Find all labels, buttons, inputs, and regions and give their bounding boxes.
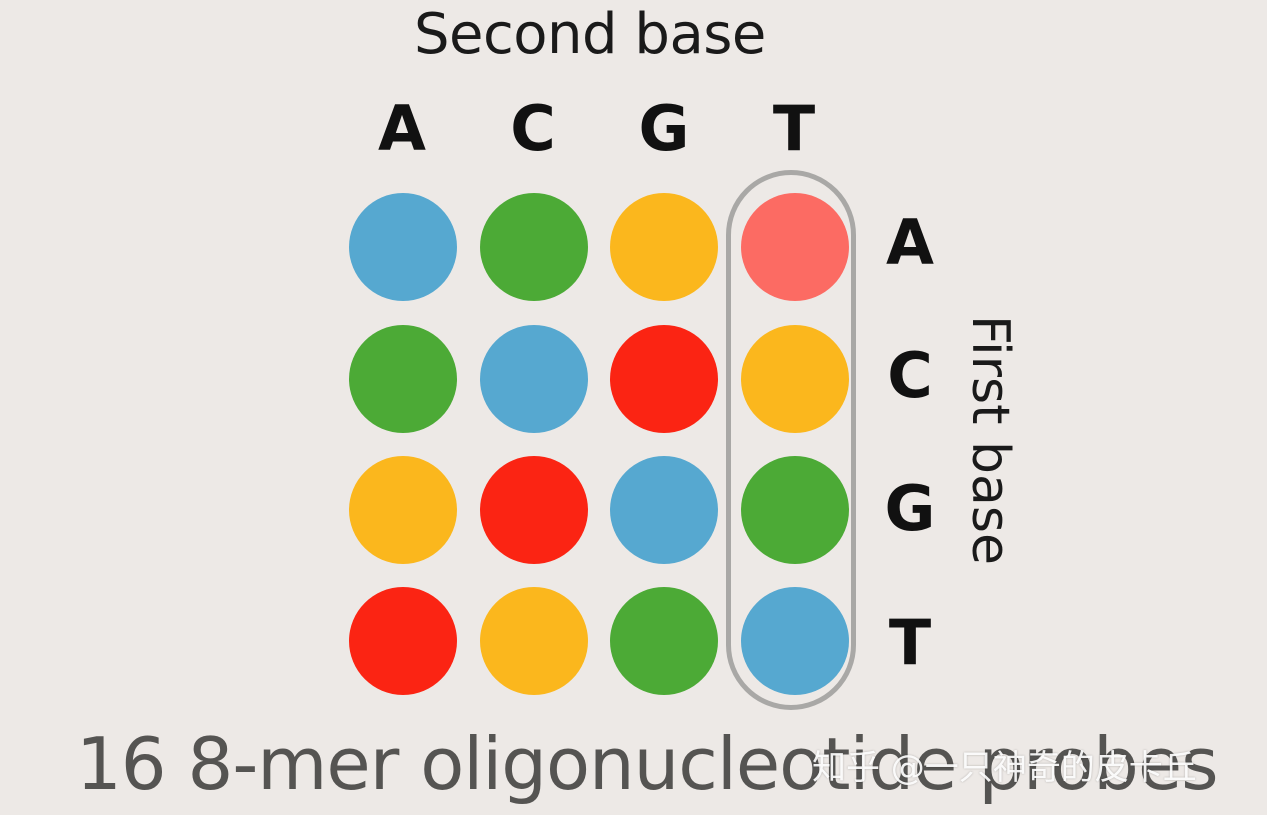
probe-circle-cg xyxy=(610,325,718,433)
probe-circle-ac xyxy=(480,193,588,301)
row-label-g: G xyxy=(884,472,936,545)
probe-circle-tg xyxy=(610,587,718,695)
column-label-c: C xyxy=(510,92,556,165)
second-base-title: Second base xyxy=(414,2,766,67)
first-base-label: First base xyxy=(960,315,1020,565)
probe-circle-gg xyxy=(610,456,718,564)
row-label-c: C xyxy=(887,339,933,412)
probe-circle-gt xyxy=(741,456,849,564)
probe-circle-tt xyxy=(741,587,849,695)
probe-circle-cc xyxy=(480,325,588,433)
probe-circle-at xyxy=(741,193,849,301)
probe-circle-ga xyxy=(349,456,457,564)
probe-circle-aa xyxy=(349,193,457,301)
watermark: 知乎 @一只神奇的皮卡丘 xyxy=(812,748,1197,788)
probe-circle-gc xyxy=(480,456,588,564)
column-label-g: G xyxy=(638,92,690,165)
probe-circle-tc xyxy=(480,587,588,695)
caption: 16 8-mer oligonucleotide probes xyxy=(76,722,1219,806)
probe-circle-ct xyxy=(741,325,849,433)
column-label-t: T xyxy=(772,92,816,165)
highlighted-column-outline xyxy=(726,170,856,710)
column-label-a: A xyxy=(378,92,426,165)
probe-circle-ag xyxy=(610,193,718,301)
row-label-t: T xyxy=(888,606,932,679)
probe-circle-ta xyxy=(349,587,457,695)
row-label-a: A xyxy=(886,206,934,279)
probe-circle-ca xyxy=(349,325,457,433)
